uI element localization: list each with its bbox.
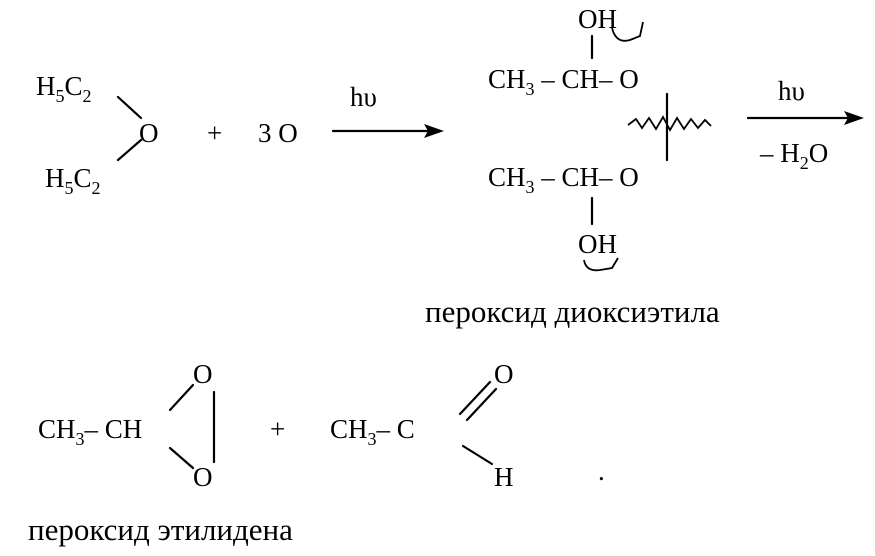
bond-top-ethyl-oxygen xyxy=(116,95,143,120)
reagent-oxygen: 3 O xyxy=(258,118,298,148)
ethyl-group-top: H5C2 xyxy=(36,71,92,106)
plus-sign-2: + xyxy=(270,414,285,444)
bond-c-h xyxy=(461,444,494,466)
ring-oxygen-bottom: O xyxy=(193,462,213,492)
arrow-2-label-top: hυ xyxy=(778,76,805,106)
plus-sign-1: + xyxy=(207,118,222,148)
dioxyethyl-peroxide: OH CH3 – CH– O CH3 – CH– O OH пероксид д… xyxy=(425,4,720,329)
bond-cleavage-mark xyxy=(627,115,712,132)
name-ethylidene-peroxide: пероксид этилидена xyxy=(28,512,293,547)
arrow-1-label: hυ xyxy=(350,82,377,112)
chain-bottom: CH3 – CH– O xyxy=(488,162,639,197)
name-dioxyethyl-peroxide: пероксид диоксиэтила xyxy=(425,294,720,329)
ethyl-group-bottom: H5C2 xyxy=(45,163,101,198)
bond-ch-o-bottom xyxy=(168,446,195,470)
diethyl-ether: H5C2 H5C2 O xyxy=(36,71,159,198)
carbonyl-double-bond-2 xyxy=(465,387,498,422)
aldehyde-hydrogen: H xyxy=(494,462,514,492)
ring-oxygen-top: O xyxy=(193,359,213,389)
arrow-2: hυ – H2O xyxy=(746,76,864,173)
stray-mark: . xyxy=(598,456,605,486)
hydroxyl-top: OH xyxy=(578,4,617,34)
bond-bottom-ethyl-oxygen xyxy=(116,138,143,162)
hydrogen-bond-top xyxy=(611,21,644,42)
ether-oxygen: O xyxy=(139,118,159,148)
arrow-2-label-bottom: – H2O xyxy=(759,138,828,173)
hydroxyl-bottom: OH xyxy=(578,229,617,259)
ethylidene-peroxide: CH3– CH O O пероксид этилидена xyxy=(28,359,293,547)
chain-top: CH3 – CH– O xyxy=(488,64,639,99)
acetaldehyde: CH3– C O H xyxy=(330,359,514,492)
carbonyl-double-bond-1 xyxy=(458,380,492,416)
carbonyl-oxygen: O xyxy=(494,359,514,389)
acetaldehyde-chain: CH3– C xyxy=(330,414,415,449)
arrow-2-head xyxy=(844,111,864,125)
ethylidene-chain: CH3– CH xyxy=(38,414,142,449)
arrow-1-head xyxy=(424,124,444,138)
bond-ch-o-top xyxy=(168,383,195,412)
arrow-1: hυ xyxy=(331,82,444,138)
hydrogen-bond-bottom xyxy=(583,257,619,272)
